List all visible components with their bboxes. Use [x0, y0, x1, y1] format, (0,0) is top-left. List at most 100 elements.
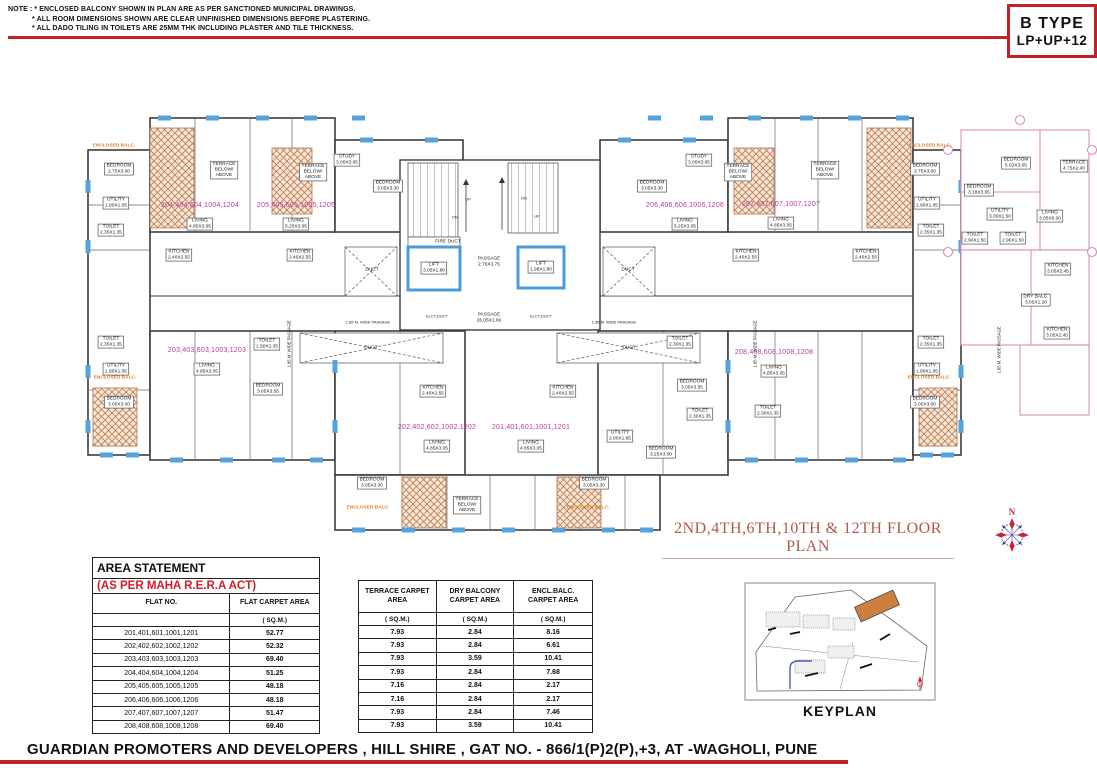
room-label: DRY BALC.3.05X1.20 — [1021, 293, 1051, 307]
compass-rose — [995, 518, 1029, 552]
enclosed-balcony-label: ENCLOSED BALC. — [346, 505, 390, 511]
building-type-label: B TYPE — [1020, 14, 1084, 32]
unit-cell: ( SQ.M.) — [229, 613, 320, 627]
keyplan-caption: KEYPLAN — [803, 703, 877, 719]
enclosed-balcony-label: ENCLOSED BALC. — [92, 143, 136, 149]
plan-annotation: ELCT.DUCT — [530, 314, 552, 319]
footer-red-rule — [0, 760, 848, 764]
floor-plan-title: 2ND,4TH,6TH,10TH & 12TH FLOOR PLAN — [662, 520, 954, 559]
plan-annotation: DUCT — [621, 267, 635, 273]
plan-annotation: FIRE DUCT — [435, 239, 461, 245]
column-header-flat-carpet: FLAT CARPET AREA — [229, 593, 320, 614]
flat-number-label: 203,403,603,1003,1203 — [167, 346, 247, 354]
building-type-code: LP+UP+12 — [1016, 32, 1088, 48]
balcony-area-table: TERRACE CARPET AREA DRY BALCONY CARPET A… — [358, 580, 593, 734]
enclosed-balcony-label: ENCLOSED BALC. — [566, 505, 610, 511]
column-header-dry-balcony: DRY BALCONY CARPET AREA — [435, 580, 515, 613]
plan-annotation: ELCT.DUCT — [426, 314, 448, 319]
unit-cell — [91, 613, 231, 627]
top-red-rule — [8, 36, 1007, 39]
enclosed-balcony-label: ENCLOSED BALC. — [907, 375, 951, 381]
keyplan-north-icon — [917, 676, 923, 690]
column-header-flat-no: FLAT NO. — [91, 593, 231, 614]
column-header-encl-balcony: ENCL.BALC. CARPET AREA — [513, 580, 593, 613]
area-statement-title: AREA STATEMENT — [92, 557, 320, 579]
passage-label: 1.85 M. WIDE PASSAGE — [997, 326, 1002, 374]
note-line: NOTE : * ENCLOSED BALCONY SHOWN IN PLAN … — [8, 6, 356, 13]
project-footer: GUARDIAN PROMOTERS AND DEVELOPERS , HILL… — [27, 741, 818, 758]
note-line: * ALL DADO TILING IN TOILETS ARE 25MM TH… — [32, 25, 354, 32]
plan-annotation: DUCT — [364, 345, 378, 351]
enclosed-balcony-label: ENCLOSED BALC. — [908, 143, 952, 149]
plan-annotation: 1.85 M. WIDE PASSAGE — [591, 320, 637, 325]
plan-annotation: DN — [452, 215, 458, 220]
flat-number-label: 207,407,607,1007,1207 — [741, 200, 821, 208]
unit-cell: ( SQ.M.) — [513, 612, 593, 626]
notes-block: NOTE : * ENCLOSED BALCONY SHOWN IN PLAN … — [8, 5, 370, 34]
flat-number-label: 202,402,602,1002,1202 — [397, 423, 477, 431]
flat-number-label: 205,405,605,1005,1205 — [256, 201, 336, 209]
flat-number-label: 208,408,608,1008,1208 — [734, 348, 814, 356]
flat-number-label: 206,406,606,1006,1206 — [645, 201, 725, 209]
passage-label: 1.85 M. WIDE PASSAGE — [287, 320, 292, 368]
area-statement-table: AREA STATEMENT (AS PER MAHA R.E.R.A ACT)… — [91, 557, 320, 735]
unit-cell: ( SQ.M.) — [435, 612, 515, 626]
keyplan-sketch — [744, 582, 936, 701]
plan-annotation: DUCT — [365, 267, 379, 273]
